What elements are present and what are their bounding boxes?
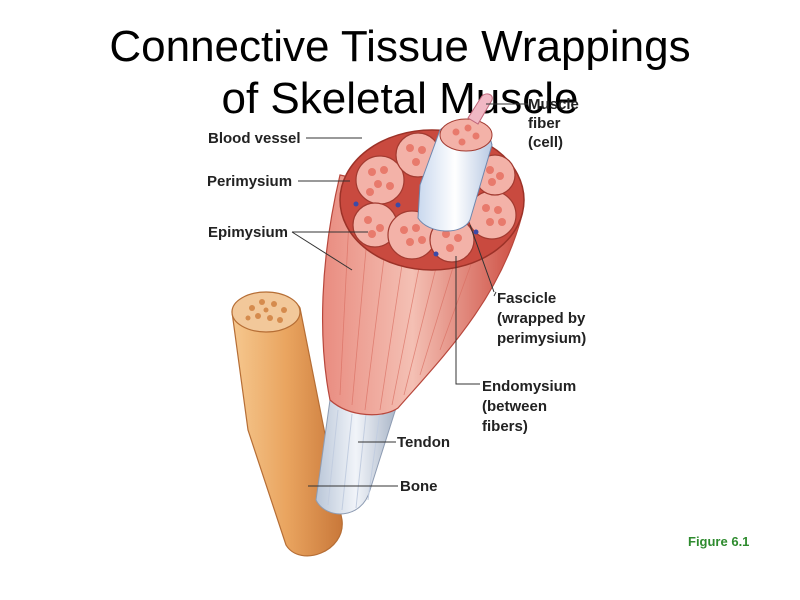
- tendon-shape: [315, 398, 397, 515]
- label-fascicle-line1: Fascicle: [497, 290, 556, 307]
- cross-section: [339, 93, 525, 271]
- slide-title-line2: of Skeletal Muscle: [221, 74, 579, 123]
- label-perimysium: Perimysium: [207, 173, 292, 190]
- label-blood-vessel: Blood vessel: [208, 130, 301, 147]
- label-endomysium-line2: (between: [482, 398, 547, 415]
- bone-shape: [231, 291, 343, 557]
- label-muscle-fiber-line1: Muscle: [528, 96, 579, 113]
- label-fascicle-line2: (wrapped by: [497, 310, 586, 327]
- figure-reference: Figure 6.1: [688, 534, 749, 549]
- label-epimysium: Epimysium: [208, 224, 288, 241]
- label-muscle-fiber-line3: (cell): [528, 134, 563, 151]
- label-endomysium-line1: Endomysium: [482, 378, 576, 395]
- label-tendon: Tendon: [397, 434, 450, 451]
- leader-lines: [291, 103, 528, 487]
- label-bone: Bone: [400, 478, 438, 495]
- label-muscle-fiber-line2: fiber: [528, 115, 561, 132]
- slide-title-line1: Connective Tissue Wrappings: [109, 22, 691, 71]
- label-endomysium-line3: fibers): [482, 418, 528, 435]
- label-fascicle-line3: perimysium): [497, 330, 586, 347]
